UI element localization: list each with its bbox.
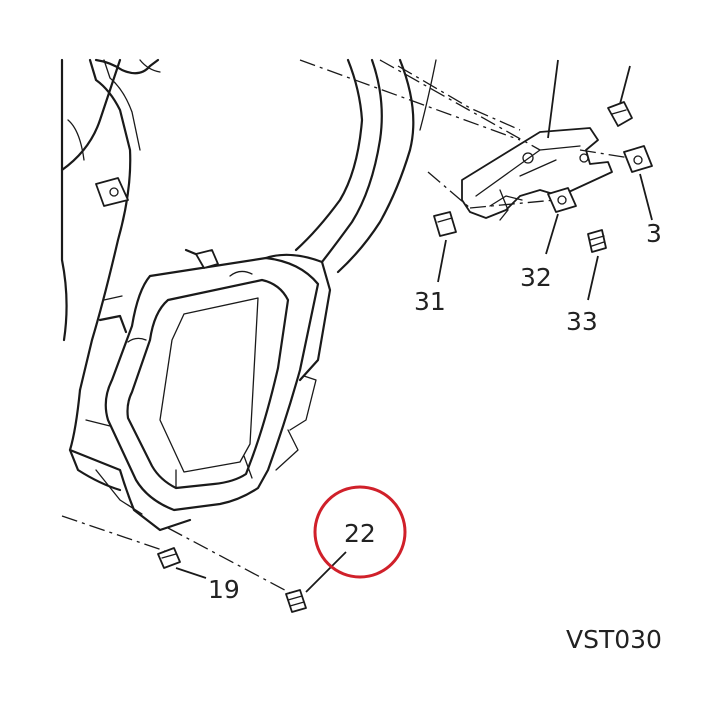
highlight-circle <box>313 485 407 579</box>
leader-lines <box>175 59 653 593</box>
callout-22: 22 <box>344 519 376 548</box>
screw-33 <box>587 229 607 253</box>
fairing-body <box>60 58 437 532</box>
mounting-bracket <box>461 127 613 221</box>
screw-22 <box>285 589 307 613</box>
callout-3: 3 <box>646 219 662 248</box>
clip-19 <box>157 547 181 569</box>
callout-19: 19 <box>208 575 240 604</box>
clip-nut-3 <box>623 145 653 173</box>
clip-nut-3-top <box>607 101 633 127</box>
reference-code: VST030 <box>566 625 662 654</box>
alignment-lines <box>61 59 631 597</box>
callout-31: 31 <box>414 287 446 316</box>
callout-32: 32 <box>520 263 552 292</box>
callout-33: 33 <box>566 307 598 336</box>
clip-nut-31 <box>433 211 457 237</box>
nut-plate-32 <box>547 187 577 213</box>
